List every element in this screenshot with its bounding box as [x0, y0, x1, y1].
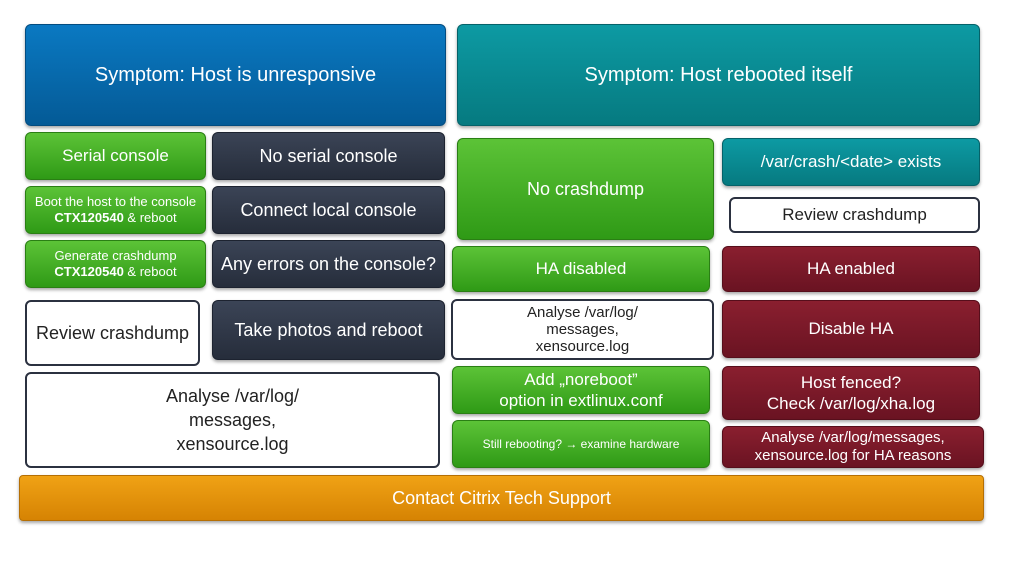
crash-exists-label: /var/crash/<date> exists [760, 152, 942, 171]
connect-local-console-label: Connect local console [240, 199, 417, 220]
generate-crashdump-box: Generate crashdump CTX120540 & reboot [25, 240, 206, 288]
analyse-logs-left-line3: xensource.log [176, 434, 289, 454]
analyse-ha-box: Analyse /var/log/messages, xensource.log… [722, 426, 984, 468]
analyse-ha-line2: xensource.log for HA reasons [754, 447, 952, 464]
generate-crashdump-line1: Generate crashdump [54, 248, 177, 263]
take-photos-label: Take photos and reboot [234, 319, 423, 340]
analyse-logs-left-box: Analyse /var/log/ messages, xensource.lo… [25, 372, 440, 468]
boot-to-console-box: Boot the host to the console CTX120540 &… [25, 186, 206, 234]
any-errors-label: Any errors on the console? [220, 253, 437, 274]
still-rebooting-label: Still rebooting? → examine hardware [482, 437, 680, 451]
disable-ha-box: Disable HA [722, 300, 980, 358]
no-crashdump-box: No crashdump [457, 138, 714, 240]
boot-to-console-suffix: & reboot [123, 210, 177, 225]
header-host-rebooted: Symptom: Host rebooted itself [457, 24, 980, 126]
boot-to-console-line2: CTX120540 & reboot [54, 210, 176, 226]
ha-disabled-label: HA disabled [535, 259, 627, 278]
no-serial-console-label: No serial console [259, 145, 398, 166]
serial-console-box: Serial console [25, 132, 206, 180]
still-rebooting-box: Still rebooting? → examine hardware [452, 420, 710, 468]
review-crashdump-right-box: Review crashdump [729, 197, 980, 233]
no-crashdump-label: No crashdump [526, 178, 645, 199]
crash-exists-box: /var/crash/<date> exists [722, 138, 980, 186]
generate-crashdump-ref: CTX120540 [54, 264, 124, 279]
analyse-logs-left-line1: Analyse /var/log/ [165, 386, 300, 406]
analyse-logs-right-line1: Analyse /var/log/ [527, 304, 638, 321]
review-crashdump-left-box: Review crashdump [25, 300, 200, 366]
review-crashdump-left-label: Review crashdump [35, 322, 190, 343]
boot-to-console-line1: Boot the host to the console [34, 194, 197, 209]
generate-crashdump-line2: CTX120540 & reboot [54, 264, 176, 280]
review-crashdump-right-label: Review crashdump [782, 205, 927, 224]
take-photos-box: Take photos and reboot [212, 300, 445, 360]
contact-support-bar: Contact Citrix Tech Support [19, 475, 984, 521]
analyse-ha-line1: Analyse /var/log/messages, [761, 429, 945, 446]
host-fenced-line1: Host fenced? [800, 373, 902, 392]
analyse-logs-right-line3: xensource.log [535, 338, 630, 355]
header-host-unresponsive-label: Symptom: Host is unresponsive [94, 63, 377, 86]
header-host-rebooted-label: Symptom: Host rebooted itself [584, 63, 853, 86]
header-host-unresponsive: Symptom: Host is unresponsive [25, 24, 446, 126]
ha-enabled-label: HA enabled [807, 259, 895, 278]
ha-enabled-box: HA enabled [722, 246, 980, 292]
connect-local-console-box: Connect local console [212, 186, 445, 234]
host-fenced-line2: Check /var/log/xha.log [766, 394, 936, 413]
boot-to-console-ref: CTX120540 [54, 210, 124, 225]
ha-disabled-box: HA disabled [452, 246, 710, 292]
host-fenced-box: Host fenced? Check /var/log/xha.log [722, 366, 980, 420]
analyse-logs-right-line2: messages, [546, 321, 619, 338]
contact-support-label: Contact Citrix Tech Support [392, 487, 611, 508]
noreboot-line2: option in extlinux.conf [499, 391, 663, 410]
analyse-logs-right-box: Analyse /var/log/ messages, xensource.lo… [451, 299, 714, 360]
noreboot-line1: Add „noreboot” [524, 370, 638, 389]
serial-console-label: Serial console [62, 146, 169, 165]
disable-ha-label: Disable HA [808, 319, 894, 338]
no-serial-console-box: No serial console [212, 132, 445, 180]
analyse-logs-left-line2: messages, [188, 410, 277, 430]
generate-crashdump-suffix: & reboot [123, 264, 177, 279]
noreboot-box: Add „noreboot” option in extlinux.conf [452, 366, 710, 414]
any-errors-box: Any errors on the console? [212, 240, 445, 288]
